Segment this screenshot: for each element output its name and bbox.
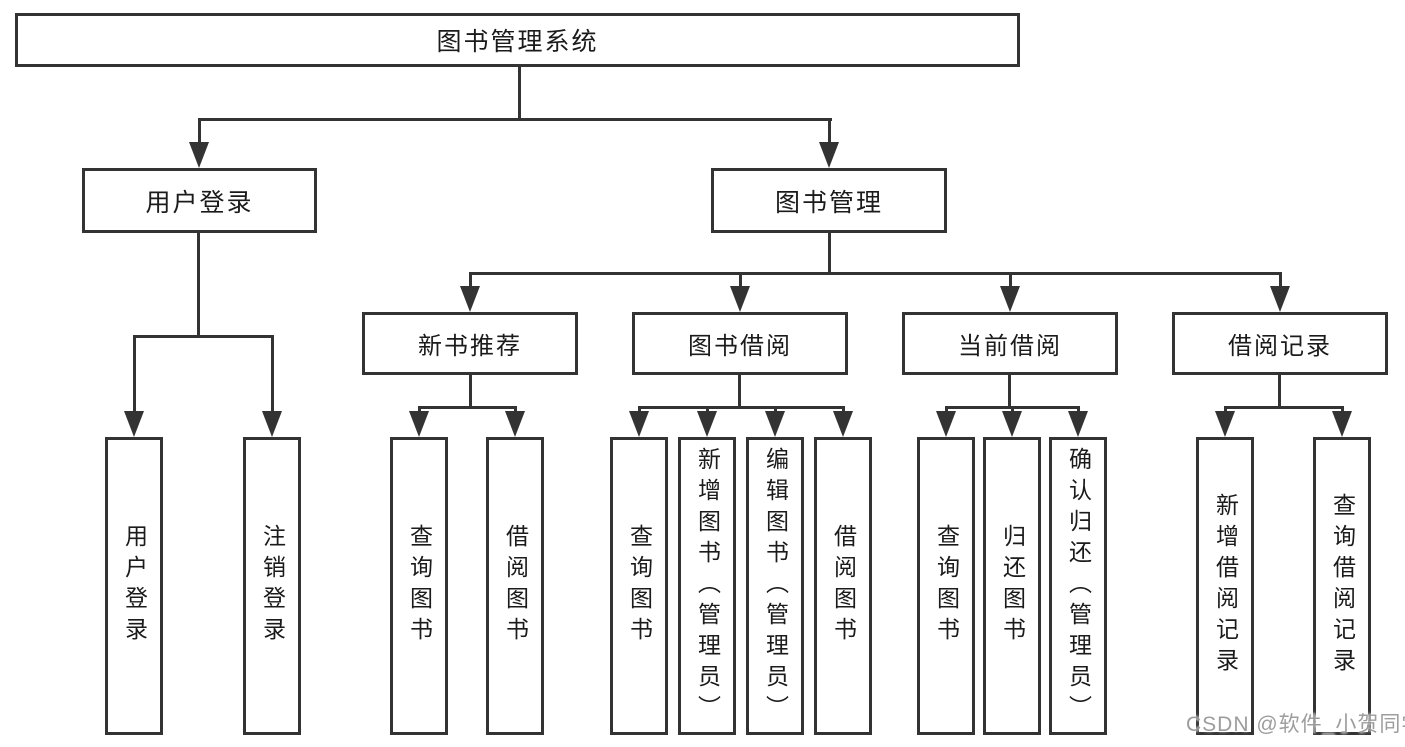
leaf-confirm-return-admin: 确认归还（管理员） bbox=[1049, 437, 1107, 735]
connector-line bbox=[638, 406, 845, 409]
arrow-down-icon bbox=[1000, 286, 1020, 312]
connector-line bbox=[706, 406, 709, 415]
connector-line bbox=[133, 335, 136, 415]
node-label: 图书借阅 bbox=[688, 333, 792, 360]
node-label: 新增借阅记录 bbox=[1212, 493, 1239, 679]
connector-line bbox=[1077, 406, 1080, 415]
node-label: 确认归还（管理员） bbox=[1065, 446, 1092, 726]
watermark: CSDN @软件_小贺同学 bbox=[1186, 713, 1405, 736]
node-label: 借阅图书 bbox=[830, 524, 857, 648]
arrow-down-icon bbox=[505, 411, 525, 437]
connector-line bbox=[198, 118, 201, 146]
node-label: 查询图书 bbox=[626, 524, 653, 648]
leaf-logout: 注销登录 bbox=[243, 437, 301, 735]
node-label: 注销登录 bbox=[259, 524, 286, 648]
connector-line bbox=[774, 406, 777, 415]
connector-line bbox=[1278, 375, 1281, 406]
node-label: 查询图书 bbox=[933, 524, 960, 648]
leaf-edit-books-admin: 编辑图书（管理员） bbox=[746, 437, 804, 735]
arrow-down-icon bbox=[460, 286, 480, 312]
connector-line bbox=[518, 67, 521, 118]
node-label: 图书管理 bbox=[774, 188, 883, 217]
node-library-management-system: 图书管理系统 bbox=[15, 13, 1020, 67]
leaf-add-borrow-record: 新增借阅记录 bbox=[1196, 437, 1254, 735]
connector-line bbox=[1224, 406, 1227, 415]
connector-line bbox=[1279, 272, 1282, 290]
arrow-down-icon bbox=[189, 142, 209, 168]
arrow-down-icon bbox=[124, 411, 144, 437]
connector-line bbox=[418, 406, 421, 415]
arrow-down-icon bbox=[1068, 411, 1088, 437]
node-label: 新增图书（管理员） bbox=[694, 446, 721, 726]
node-label: 新书推荐 bbox=[418, 333, 522, 360]
arrow-down-icon bbox=[629, 411, 649, 437]
arrow-down-icon bbox=[262, 411, 282, 437]
arrow-down-icon bbox=[409, 411, 429, 437]
leaf-return-books: 归还图书 bbox=[983, 437, 1041, 735]
connector-line bbox=[1008, 375, 1011, 406]
leaf-query-books-borrowing: 查询图书 bbox=[610, 437, 668, 735]
connector-line bbox=[418, 406, 517, 409]
connector-line bbox=[198, 118, 832, 121]
connector-line bbox=[514, 406, 517, 415]
connector-line bbox=[271, 335, 274, 415]
leaf-add-books-admin: 新增图书（管理员） bbox=[678, 437, 736, 735]
node-borrowing-records: 借阅记录 bbox=[1172, 312, 1388, 375]
node-book-borrowing: 图书借阅 bbox=[632, 312, 848, 375]
connector-line bbox=[1224, 406, 1344, 409]
connector-line bbox=[828, 118, 831, 146]
arrow-down-icon bbox=[819, 142, 839, 168]
leaf-query-books-recommend: 查询图书 bbox=[390, 437, 448, 735]
connector-line bbox=[1009, 272, 1012, 290]
arrow-down-icon bbox=[697, 411, 717, 437]
leaf-query-books-current: 查询图书 bbox=[917, 437, 975, 735]
node-new-book-recommendation: 新书推荐 bbox=[362, 312, 578, 375]
node-label: 借阅记录 bbox=[1228, 333, 1332, 360]
node-label: 归还图书 bbox=[999, 524, 1026, 648]
arrow-down-icon bbox=[765, 411, 785, 437]
node-label: 图书管理系统 bbox=[436, 28, 599, 56]
connector-line bbox=[469, 375, 472, 406]
arrow-down-icon bbox=[1215, 411, 1235, 437]
connector-line bbox=[469, 272, 1282, 275]
arrow-down-icon bbox=[1002, 411, 1022, 437]
connector-line bbox=[739, 272, 742, 290]
leaf-user-login: 用户登录 bbox=[105, 437, 163, 735]
arrow-down-icon bbox=[833, 411, 853, 437]
node-label: 用户登录 bbox=[145, 188, 254, 217]
node-label: 当前借阅 bbox=[958, 333, 1062, 360]
connector-line bbox=[842, 406, 845, 415]
node-label: 用户登录 bbox=[121, 524, 148, 648]
node-label: 编辑图书（管理员） bbox=[762, 446, 789, 726]
node-label: 查询图书 bbox=[406, 524, 433, 648]
arrow-down-icon bbox=[1270, 286, 1290, 312]
connector-line bbox=[738, 375, 741, 406]
connector-line bbox=[133, 335, 274, 338]
node-book-management: 图书管理 bbox=[711, 168, 947, 233]
node-user-login: 用户登录 bbox=[82, 168, 317, 233]
leaf-query-borrow-record: 查询借阅记录 bbox=[1313, 437, 1371, 735]
connector-line bbox=[469, 272, 472, 290]
connector-line bbox=[1011, 406, 1014, 415]
connector-line bbox=[1341, 406, 1344, 415]
connector-line bbox=[638, 406, 641, 415]
connector-line bbox=[197, 233, 200, 335]
arrow-down-icon bbox=[730, 286, 750, 312]
connector-line bbox=[828, 233, 831, 272]
leaf-borrow-books-borrowing: 借阅图书 bbox=[814, 437, 872, 735]
leaf-borrow-books-recommend: 借阅图书 bbox=[486, 437, 544, 735]
connector-line bbox=[945, 406, 948, 415]
node-current-borrowing: 当前借阅 bbox=[902, 312, 1118, 375]
arrow-down-icon bbox=[936, 411, 956, 437]
node-label: 借阅图书 bbox=[502, 524, 529, 648]
node-label: 查询借阅记录 bbox=[1329, 493, 1356, 679]
arrow-down-icon bbox=[1332, 411, 1352, 437]
